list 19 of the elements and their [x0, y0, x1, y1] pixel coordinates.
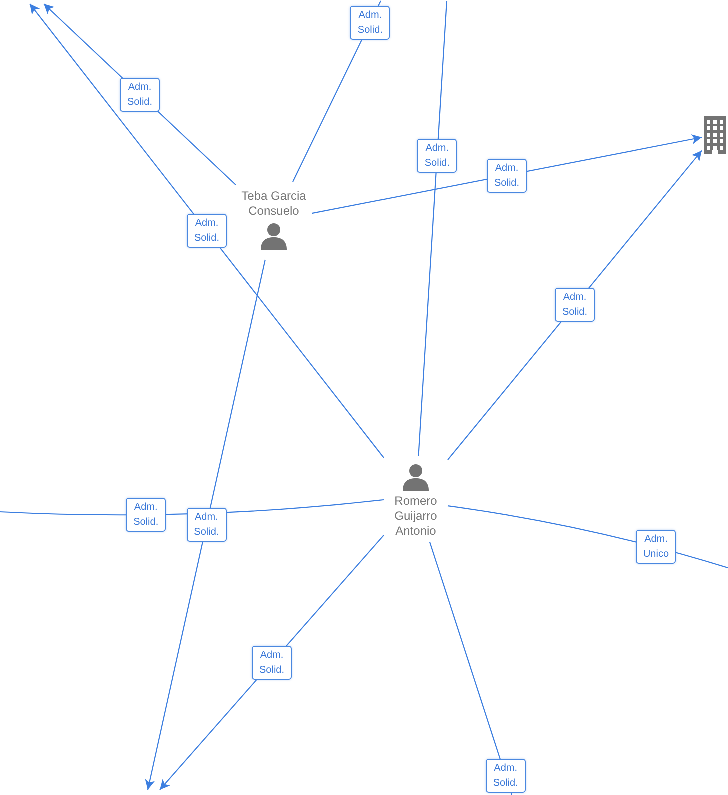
connector-line	[418, 0, 448, 456]
arrow	[30, 4, 384, 458]
edge-label: Adm. Solid.	[486, 759, 526, 794]
edge-label: Adm. Unico	[636, 530, 676, 564]
person-name: Teba Garcia Consuelo	[240, 189, 308, 219]
arrow	[145, 260, 266, 790]
edge-label: Adm. Solid.	[186, 214, 227, 248]
edge-label: Adm. Solid.	[417, 138, 458, 173]
arrow	[312, 134, 702, 214]
edge-label: Adm. Solid.	[350, 6, 390, 40]
person-name: Romero Guijarro Antonio	[394, 494, 438, 538]
edge-label: Adm. Solid.	[186, 508, 227, 542]
edge-label: Adm. Solid.	[555, 288, 595, 322]
edge-label: Adm. Solid.	[252, 646, 292, 680]
building-icon	[704, 116, 726, 154]
edge-label: Adm. Solid.	[487, 158, 527, 193]
arrow	[448, 150, 702, 460]
edge-label: Adm. Solid.	[126, 498, 166, 532]
edge-label: Adm. Solid.	[120, 78, 160, 112]
